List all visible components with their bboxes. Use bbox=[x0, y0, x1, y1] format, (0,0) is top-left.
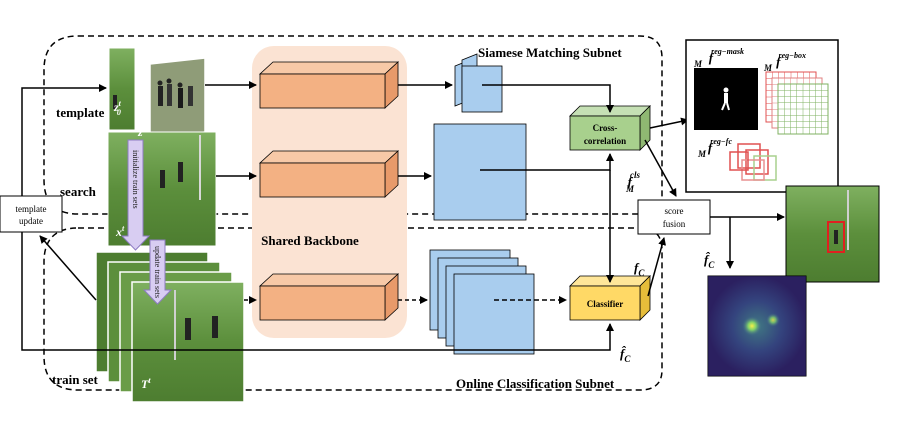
template-feature-maps bbox=[454, 53, 503, 113]
svg-text:initialize train sets: initialize train sets bbox=[131, 150, 140, 209]
tracking-bounding-box bbox=[827, 221, 845, 253]
symbol-zt: zt bbox=[137, 124, 146, 139]
classification-heatmap bbox=[707, 275, 807, 377]
update-train-sets-arrow: update train sets bbox=[142, 239, 173, 305]
template-feature-to-crosscorr bbox=[482, 84, 614, 113]
initialize-train-sets-arrow: initialize train sets bbox=[120, 139, 151, 251]
classifier-box bbox=[569, 275, 651, 321]
siamese-subnet-region bbox=[43, 35, 663, 215]
box-regression-grids bbox=[765, 71, 829, 135]
score-fusion-label-1: score bbox=[665, 206, 684, 216]
backbone-block-template bbox=[258, 61, 400, 109]
f-c-label: fC bbox=[634, 260, 645, 278]
score-fusion-box bbox=[637, 199, 711, 235]
classifier-label: Classifier bbox=[587, 299, 624, 309]
shared-backbone-label: Shared Backbone bbox=[261, 233, 359, 248]
template-update-label-2: update bbox=[19, 216, 43, 226]
score-fusion-label-2: fusion bbox=[663, 219, 686, 229]
train-feature-maps bbox=[429, 249, 535, 355]
train-set-images bbox=[95, 251, 245, 403]
crosscorr-to-fusion-arrow bbox=[644, 139, 677, 197]
template-crop-zt bbox=[149, 57, 206, 139]
cross-correlation-label-1: Cross- bbox=[593, 123, 618, 133]
search-feature-map bbox=[433, 123, 527, 221]
template-image bbox=[108, 47, 136, 131]
template-update-to-template-line bbox=[21, 84, 107, 196]
mask-person-silhouette bbox=[721, 87, 730, 111]
template-label: template bbox=[56, 105, 105, 120]
backbone-block-search bbox=[258, 150, 400, 198]
online-subnet-title: Online Classification Subnet bbox=[456, 376, 615, 391]
fc-regression-boxes bbox=[729, 143, 777, 181]
symbol-Tt: Tt bbox=[141, 376, 151, 391]
search-label: search bbox=[60, 184, 97, 199]
crosscorr-to-regression-arrow bbox=[649, 117, 689, 129]
svg-text:update train sets: update train sets bbox=[153, 246, 162, 298]
template-update-box bbox=[0, 195, 63, 233]
template-update-label-1: template bbox=[16, 204, 47, 214]
symbol-xt: xt bbox=[115, 224, 125, 239]
siamese-subnet-title: Siamese Matching Subnet bbox=[478, 45, 622, 60]
cross-correlation-label-2: correlation bbox=[584, 136, 626, 146]
classifier-to-fusion-arrow bbox=[647, 237, 666, 297]
train-set-to-classifier-line bbox=[96, 323, 614, 351]
f-c-hat-label: f̂C bbox=[620, 346, 631, 364]
backbone-block-train bbox=[258, 273, 400, 321]
train-set-label: train set bbox=[52, 372, 99, 387]
f-c-hat-heatmap-label: f̂C bbox=[704, 252, 715, 270]
tracking-result-image bbox=[785, 185, 880, 283]
train-set-to-template-update-line bbox=[39, 235, 97, 301]
train-set-bottom-line bbox=[21, 232, 96, 351]
